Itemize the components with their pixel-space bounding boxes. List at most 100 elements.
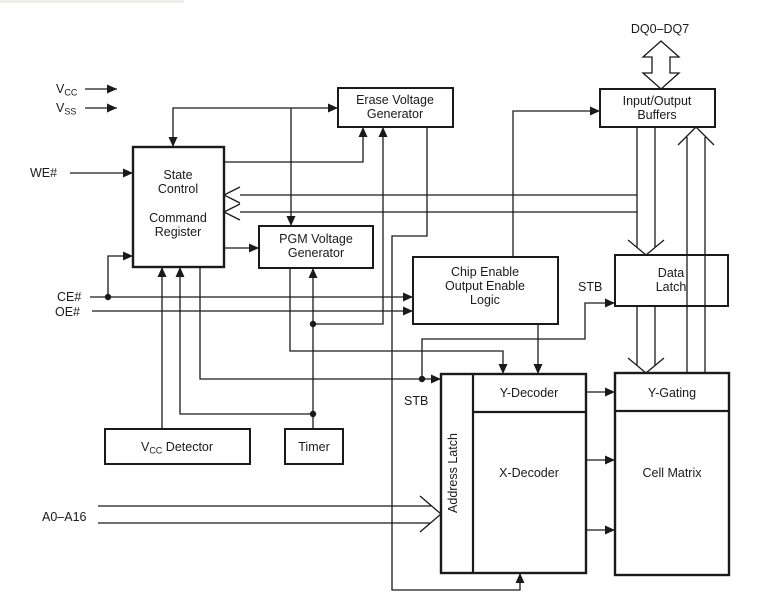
wire-xdecoder-to-cell-matrix-1-arrowhead-0 xyxy=(605,455,615,465)
box-state-control-command-register-label-2: Command xyxy=(149,211,207,225)
bus-io-buffers-to-data-latch-head-0 xyxy=(627,239,665,256)
box-input-output-buffers-frame xyxy=(599,88,716,128)
wire-vss-input xyxy=(85,103,117,113)
wire-pgm-to-ydecoder xyxy=(289,268,508,374)
wire-timer-branch-erase xyxy=(313,127,388,325)
wire-ce-branch-state-control-arrowhead-0 xyxy=(123,251,133,261)
wire-timer-branch-erase-line xyxy=(313,127,384,325)
label-vss: VSS xyxy=(56,101,76,117)
wire-state-control-to-pgm xyxy=(224,243,259,253)
wire-pgm-to-ydecoder-line xyxy=(289,268,504,374)
box-chip-enable-output-enable-logic-frame xyxy=(412,256,559,325)
box-vcc-detector: VCC Detector xyxy=(104,428,251,465)
box-state-control-command-register-label-0: State xyxy=(163,168,192,182)
label-stb-data-latch: STB xyxy=(578,280,602,294)
wire-ydecoder-to-ygating xyxy=(586,387,615,397)
wire-chip-enable-to-io-buffers-arrowhead-0 xyxy=(590,106,600,116)
wire-erase-to-xdecoder-arrowhead-0 xyxy=(515,573,525,583)
box-pgm-voltage-generator-frame xyxy=(258,225,374,269)
wire-vcc-input xyxy=(85,84,117,94)
wire-vcc-input-arrowhead-0 xyxy=(107,84,117,94)
wire-to-pgm-top-arrowhead-0 xyxy=(286,216,296,226)
wire-xdecoder-to-cell-matrix-1 xyxy=(586,455,615,465)
box-erase-voltage-generator-label-0: Erase Voltage xyxy=(356,93,434,107)
junction-dot-2 xyxy=(309,410,317,418)
bus-io-buffers-to-data-latch xyxy=(627,127,665,256)
wire-erase-to-xdecoder-line xyxy=(391,127,521,591)
wire-timer-to-pgm-arrowhead-0 xyxy=(308,268,318,278)
wire-state-control-to-erase-line xyxy=(224,127,364,163)
box-state-control-command-register-label-3: Register xyxy=(155,225,202,239)
wire-chip-enable-to-ydecoder xyxy=(533,324,543,374)
wire-chip-enable-to-io-buffers xyxy=(512,106,600,257)
box-y-gating-cell-matrix-label-0: Y-Gating xyxy=(648,386,696,400)
wire-xdecoder-to-cell-matrix-2-arrowhead-0 xyxy=(605,525,615,535)
wire-vcc-detector-to-state-control xyxy=(157,267,167,429)
wire-vcc-detector-to-state-control-arrowhead-0 xyxy=(157,267,167,277)
scan-artifact xyxy=(0,0,184,3)
box-chip-enable-output-enable-logic-label-1: Output Enable xyxy=(445,279,525,293)
wire-state-control-to-erase xyxy=(224,127,368,163)
bus-data-latch-to-y-gating-head-0 xyxy=(627,357,665,374)
wire-top-distribution-arrowhead-0 xyxy=(168,137,178,147)
wire-stb-main xyxy=(199,267,422,380)
box-state-control-command-register-frame xyxy=(131,145,226,269)
box-vcc-detector-label-0: VCC Detector xyxy=(141,440,213,456)
wire-ydecoder-to-ygating-arrowhead-0 xyxy=(605,387,615,397)
wire-stb-main-line xyxy=(199,267,422,380)
box-timer: Timer xyxy=(284,428,344,465)
junction-dot-0 xyxy=(104,293,112,301)
wire-stb-to-data-latch xyxy=(421,298,615,379)
wire-top-distribution-line xyxy=(172,107,338,147)
label-we: WE# xyxy=(30,166,57,180)
bus-data-latch-to-y-gating xyxy=(627,306,665,374)
wire-ce-input-arrowhead-0 xyxy=(403,292,413,302)
box-address-latch-decoders-label-0: Y-Decoder xyxy=(500,386,559,400)
box-y-gating-cell-matrix-label-1: Cell Matrix xyxy=(642,466,702,480)
box-y-gating-cell-matrix-frame xyxy=(613,371,731,577)
wire-we-input xyxy=(70,168,133,178)
junction-dot-1 xyxy=(309,320,317,328)
wire-timer-to-pgm xyxy=(308,268,318,429)
wire-oe-input xyxy=(92,306,413,316)
box-erase-voltage-generator-frame xyxy=(337,87,454,128)
bus-y-gating-to-io-buffers-head-0 xyxy=(677,126,715,146)
wire-state-control-to-pgm-arrowhead-0 xyxy=(249,243,259,253)
bus-dq-bidirectional-outline-0 xyxy=(641,40,681,90)
wire-xdecoder-to-cell-matrix-2 xyxy=(586,525,615,535)
wire-oe-input-arrowhead-0 xyxy=(403,306,413,316)
wire-stb-to-data-latch-arrowhead-0 xyxy=(605,298,615,308)
bus-a0-a16-address xyxy=(98,495,442,533)
box-chip-enable-output-enable-logic-label-0: Chip Enable xyxy=(451,265,519,279)
box-address-latch-decoders-label-1: X-Decoder xyxy=(499,466,559,480)
junction-dot-3 xyxy=(418,375,426,383)
box-timer-label-0: Timer xyxy=(298,440,329,454)
box-chip-enable-output-enable-logic-label-2: Logic xyxy=(470,293,500,307)
box-address-latch-decoders-frame xyxy=(439,372,588,575)
wire-timer-branch-state-control-line xyxy=(179,267,313,415)
box-vcc-detector-frame xyxy=(104,428,251,465)
box-data-latch-label-0: Data xyxy=(658,266,684,280)
box-data-latch-frame xyxy=(614,254,729,307)
bus-dq-bidirectional xyxy=(641,40,681,90)
wire-ce-input xyxy=(90,292,413,302)
bus-y-gating-to-io-buffers xyxy=(677,126,715,373)
wire-ce-branch-state-control xyxy=(107,251,133,297)
box-state-control-command-register-label-1: Control xyxy=(158,182,198,196)
wire-data-feedback-2-open-arrowhead-0 xyxy=(222,203,241,221)
wire-vss-input-arrowhead-0 xyxy=(107,103,117,113)
label-a0-a16: A0–A16 xyxy=(42,510,87,524)
wire-timer-branch-state-control-arrowhead-0 xyxy=(175,267,185,277)
label-ce: CE# xyxy=(57,290,81,304)
wire-data-feedback-2 xyxy=(222,203,637,221)
wire-stb-to-address-latch-arrowhead-0 xyxy=(431,374,441,384)
wire-pgm-to-ydecoder-arrowhead-0 xyxy=(498,364,508,374)
